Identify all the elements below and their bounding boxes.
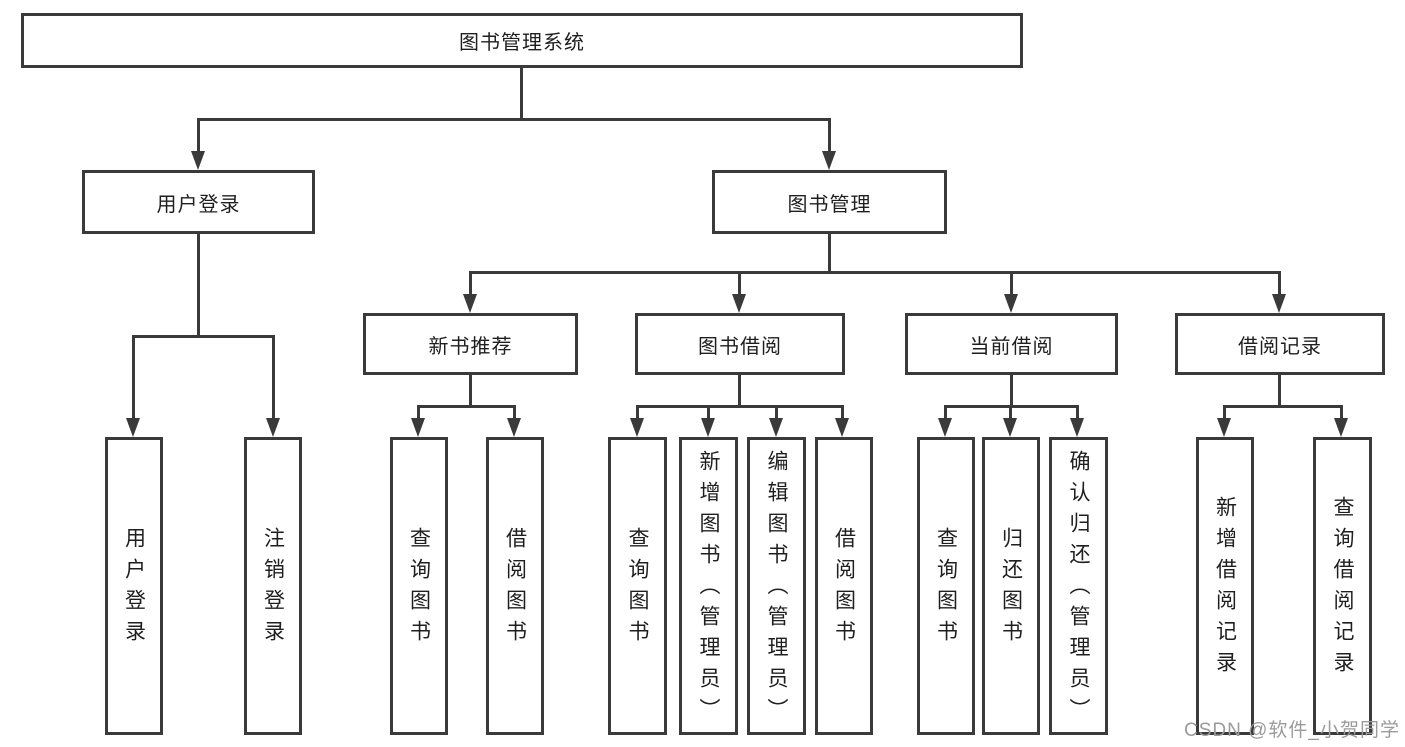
connector-line: [707, 405, 710, 420]
arrow-down-icon: [1334, 418, 1348, 437]
connector-line: [469, 271, 472, 296]
connector-line: [272, 335, 275, 420]
connector-line: [469, 375, 472, 407]
arrow-down-icon: [701, 418, 715, 437]
connector-line: [1009, 405, 1012, 420]
connector-line: [520, 68, 523, 120]
connector-line: [1076, 405, 1079, 420]
connector-line: [197, 118, 831, 121]
arrow-down-icon: [732, 294, 746, 313]
arrow-down-icon: [463, 294, 477, 313]
connector-line: [417, 405, 516, 408]
leaf-user-login: 用户登录: [105, 437, 163, 735]
connector-line: [738, 375, 741, 407]
arrow-down-icon: [266, 418, 280, 437]
arrow-down-icon: [938, 418, 952, 437]
connector-line: [828, 234, 831, 273]
connector-line: [1010, 375, 1013, 407]
arrow-down-icon: [126, 418, 140, 437]
node-library-system: 图书管理系统: [21, 13, 1023, 68]
arrow-down-icon: [1070, 418, 1084, 437]
connector-line: [1278, 375, 1281, 407]
arrow-down-icon: [630, 418, 644, 437]
watermark: CSDN @软件_小贺同学: [1184, 720, 1400, 741]
connector-line: [132, 335, 275, 338]
arrow-down-icon: [1217, 418, 1231, 437]
leaf-query-books-recommend: 查询图书: [390, 437, 448, 735]
arrow-down-icon: [191, 151, 205, 170]
leaf-add-borrow-record: 新增借阅记录: [1196, 437, 1254, 735]
leaf-query-books-current: 查询图书: [917, 437, 975, 735]
leaf-query-borrow-record: 查询借阅记录: [1313, 437, 1372, 735]
connector-line: [417, 405, 420, 420]
connector-line: [1340, 405, 1343, 420]
node-book-management: 图书管理: [712, 170, 947, 234]
arrow-down-icon: [835, 418, 849, 437]
connector-line: [197, 234, 200, 337]
node-user-login: 用户登录: [82, 170, 315, 234]
connector-line: [513, 405, 516, 420]
arrow-down-icon: [1004, 294, 1018, 313]
connector-line: [1278, 271, 1281, 296]
connector-line: [132, 335, 135, 420]
connector-line: [944, 405, 947, 420]
arrow-down-icon: [411, 418, 425, 437]
arrow-down-icon: [507, 418, 521, 437]
leaf-query-books-borrowing: 查询图书: [608, 437, 667, 735]
arrow-down-icon: [1272, 294, 1286, 313]
arrow-down-icon: [822, 151, 836, 170]
arrow-down-icon: [769, 418, 783, 437]
connector-line: [738, 271, 741, 296]
connector-line: [1223, 405, 1226, 420]
leaf-add-books-admin: 新增图书（管理员）: [679, 437, 738, 735]
node-current-borrowing: 当前借阅: [905, 313, 1118, 375]
connector-line: [636, 405, 844, 408]
connector-line: [197, 118, 200, 153]
leaf-logout: 注销登录: [244, 437, 302, 735]
leaf-edit-books-admin: 编辑图书（管理员）: [747, 437, 806, 735]
connector-line: [636, 405, 639, 420]
leaf-borrow-books-recommend: 借阅图书: [486, 437, 544, 735]
arrow-down-icon: [1003, 418, 1017, 437]
connector-line: [841, 405, 844, 420]
connector-line: [828, 118, 831, 153]
node-new-book-recommend: 新书推荐: [363, 313, 578, 375]
connector-line: [1223, 405, 1343, 408]
node-borrowing-records: 借阅记录: [1175, 313, 1385, 375]
connector-line: [469, 271, 1281, 274]
leaf-confirm-return-admin: 确认归还（管理员）: [1049, 437, 1108, 735]
leaf-return-books: 归还图书: [982, 437, 1040, 735]
connector-line: [775, 405, 778, 420]
leaf-borrow-books: 借阅图书: [815, 437, 873, 735]
connector-line: [1010, 271, 1013, 296]
node-book-borrowing: 图书借阅: [635, 313, 845, 375]
